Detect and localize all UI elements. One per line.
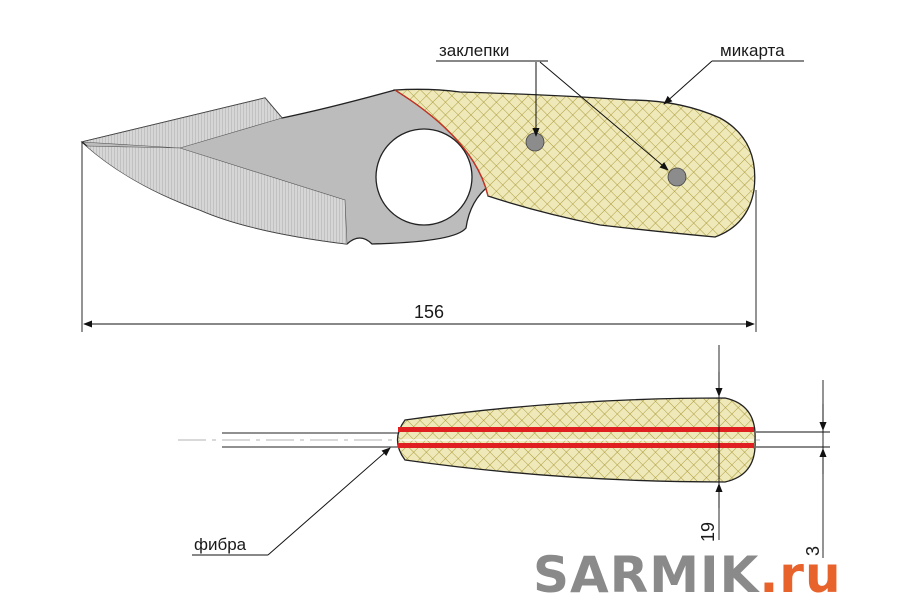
top-view: фибра 19 3	[178, 345, 830, 558]
side-view: заклепки микарта 156	[80, 41, 804, 332]
fiber-leader	[267, 447, 391, 556]
edge-grind	[85, 145, 348, 245]
fiber-liner-bottom	[398, 443, 754, 448]
label-micarta: микарта	[720, 41, 785, 60]
fiber-liner-top	[398, 427, 754, 432]
watermark-main: SARMIK	[533, 546, 761, 600]
watermark: SARMIK.ru	[533, 546, 842, 600]
fiber-edge-line	[394, 89, 489, 197]
label-fiber: фибра	[194, 535, 247, 554]
label-rivets: заклепки	[439, 41, 509, 60]
dim-thickness: 3	[803, 546, 823, 556]
micarta-leader	[663, 60, 713, 105]
finger-hole	[375, 128, 473, 226]
dim-width: 19	[698, 522, 718, 542]
watermark-suffix: .ru	[759, 546, 841, 600]
spine-grind	[81, 97, 283, 149]
rivet-rear	[667, 167, 687, 187]
handle-micarta	[392, 88, 756, 238]
rivet-front	[525, 132, 545, 152]
rivets-leader-rear	[539, 61, 669, 171]
dim-length: 156	[414, 302, 444, 322]
